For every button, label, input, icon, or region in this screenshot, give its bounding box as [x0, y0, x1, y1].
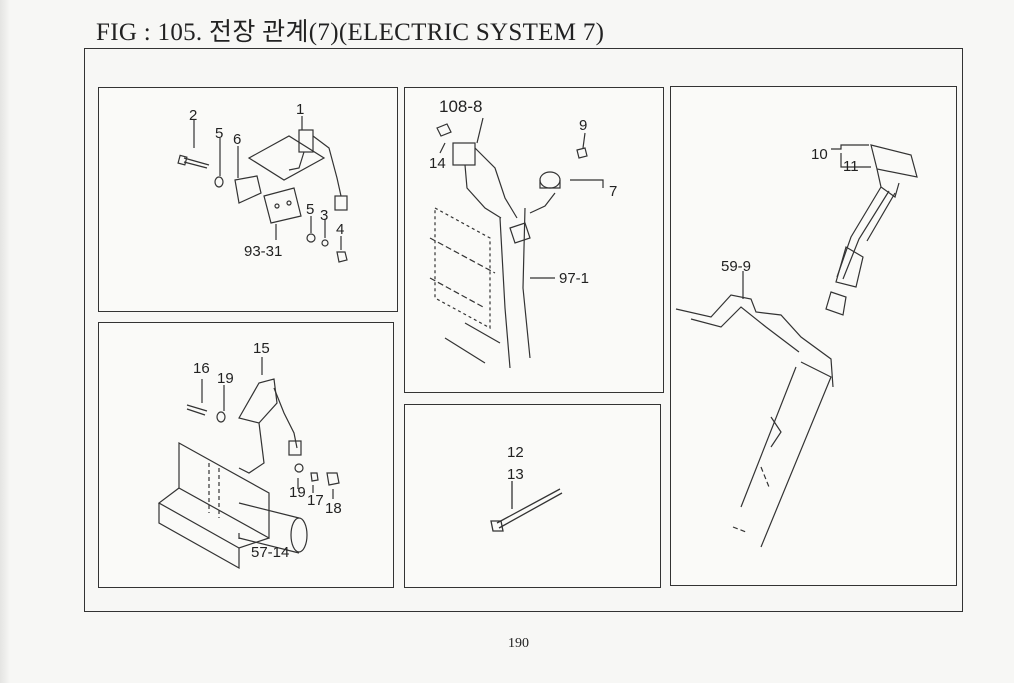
panel-switch-bracket: 1 2 5 6 93-31 5 3 4	[98, 87, 398, 312]
cable-tie-drawing	[490, 481, 563, 532]
callout-11: 11	[843, 158, 859, 175]
callout-1: 1	[296, 101, 305, 118]
scan-margin	[0, 0, 10, 683]
panel-harness-frame: 10 11 59-9	[670, 86, 957, 586]
callout-17: 17	[307, 492, 324, 509]
harness-mount-drawing	[429, 117, 604, 369]
callout-5b: 5	[306, 201, 315, 218]
callout-12: 12	[507, 444, 524, 461]
callout-93-31: 93-31	[244, 243, 283, 260]
callout-14: 14	[429, 155, 446, 172]
callout-9: 9	[579, 117, 588, 134]
switch-on-frame-drawing	[157, 357, 340, 570]
callout-13: 13	[507, 466, 524, 483]
callout-16: 16	[193, 360, 210, 377]
page-number: 190	[508, 636, 529, 651]
callout-97-1: 97-1	[559, 270, 590, 287]
callout-19b: 19	[289, 484, 306, 501]
callout-10: 10	[811, 146, 828, 163]
panel-cable-tie: 12 13	[404, 404, 661, 588]
panel-harness-mount: 108-8 9 14 7 97-1	[404, 87, 664, 393]
callout-19a: 19	[217, 370, 234, 387]
figure-frame	[84, 48, 963, 612]
callout-59-9: 59-9	[721, 258, 752, 275]
callout-3: 3	[320, 207, 329, 224]
callout-57-14: 57-14	[251, 544, 290, 561]
callout-18: 18	[325, 500, 342, 517]
harness-frame-drawing	[675, 144, 918, 548]
callout-2: 2	[189, 107, 198, 124]
callout-108-8: 108-8	[439, 97, 483, 116]
callout-6: 6	[233, 131, 242, 148]
callout-4: 4	[336, 221, 345, 238]
figure-title: FIG : 105. 전장 관계(7)(ELECTRIC SYSTEM 7)	[96, 19, 605, 46]
callout-7: 7	[609, 183, 618, 200]
switch-bracket-drawing	[177, 116, 348, 263]
callout-15: 15	[253, 340, 270, 357]
callout-5a: 5	[215, 125, 224, 142]
panel-switch-on-frame: 15 16 19 19 17 18 57-14	[98, 322, 394, 588]
